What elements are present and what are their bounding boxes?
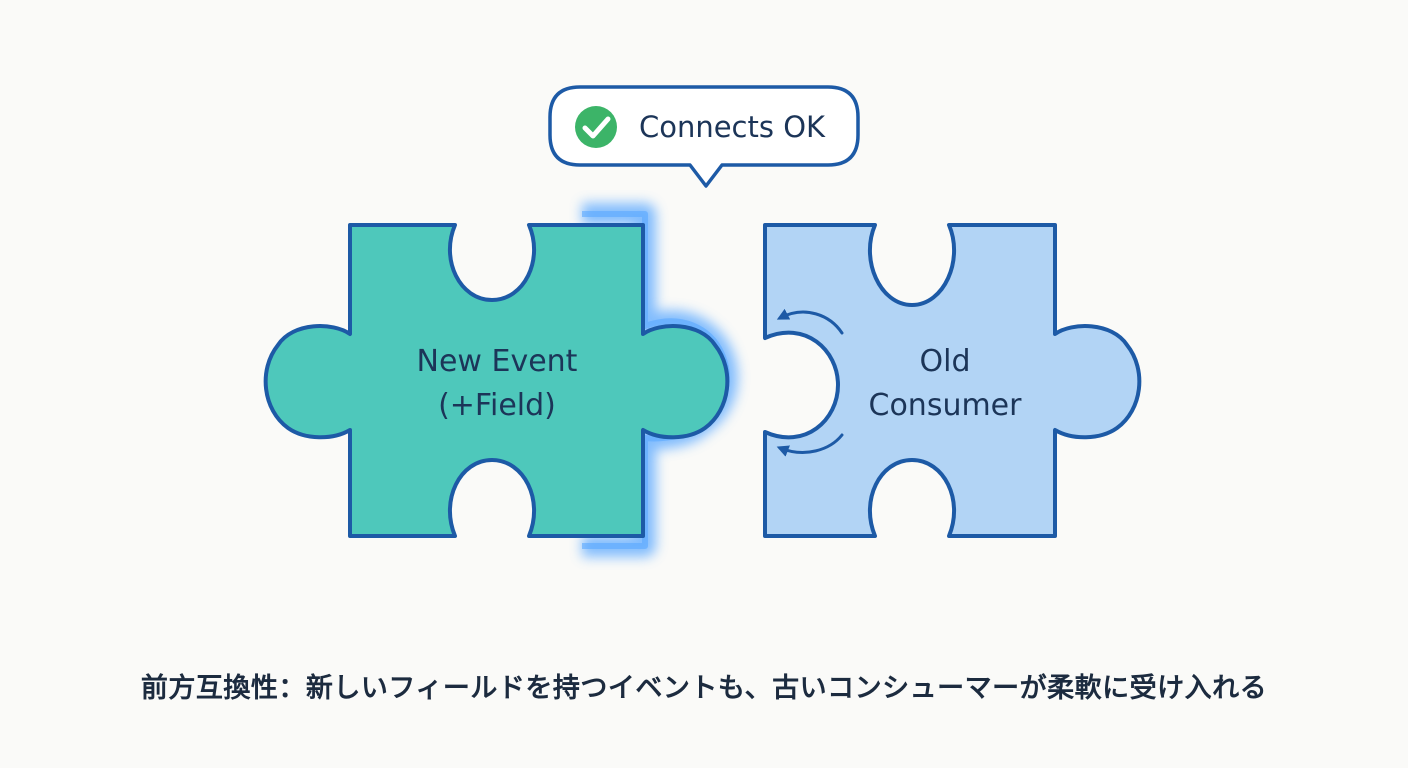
old-consumer-label-line1: Old [920, 344, 971, 379]
caption: 前方互換性：新しいフィールドを持つイベントも、古いコンシューマーが柔軟に受け入れ… [140, 673, 1268, 704]
badge-bubble [548, 85, 860, 188]
old-consumer-puzzle-piece: Old Consumer [763, 223, 1142, 538]
new-event-puzzle-piece: New Event (+Field) [263, 223, 730, 538]
curved-arrow-icon-bottom [776, 433, 844, 457]
badge-text: Connects OK [639, 110, 826, 144]
check-circle-icon [575, 106, 617, 148]
curved-arrow-icon-top [776, 308, 844, 335]
connects-ok-badge: Connects OK [548, 85, 860, 188]
old-consumer-label-line2: Consumer [869, 388, 1023, 423]
new-event-label-line2: (+Field) [438, 388, 556, 423]
new-event-label-line1: New Event [417, 344, 578, 379]
